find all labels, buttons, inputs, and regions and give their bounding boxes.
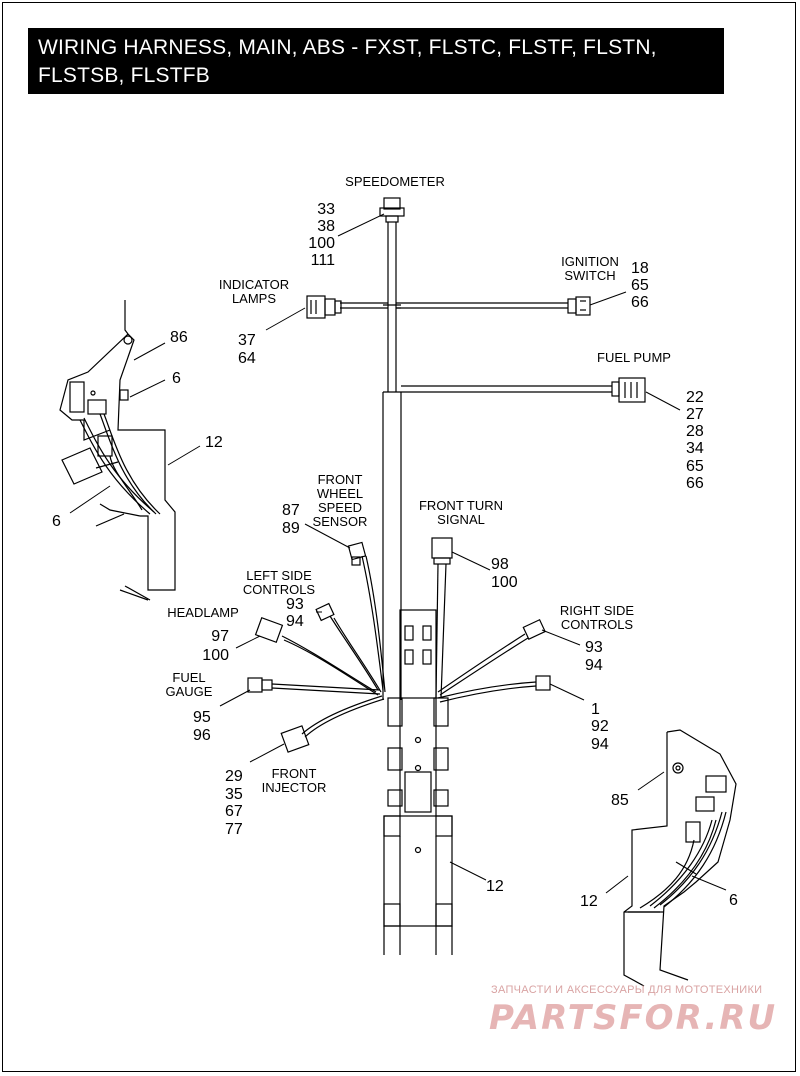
title-line-2: FLSTSB, FLSTFB (38, 64, 210, 87)
label-fuel-pump: FUEL PUMP (597, 350, 671, 365)
callout-fuel-pump-5: 65 (686, 458, 704, 475)
label-fwss-3: SPEED (318, 500, 362, 515)
right-detail-view (623, 729, 737, 987)
label-fwss-4: SENSOR (313, 514, 368, 529)
callout-left-side-controls-1: 93 (286, 596, 304, 613)
callout-fwss-1: 87 (282, 502, 300, 519)
label-fwss-2: WHEEL (317, 486, 363, 501)
label-front-injector-1: FRONT (272, 766, 317, 781)
callout-right-side-controls-1: 93 (585, 639, 603, 656)
leader-lines (69, 213, 727, 894)
label-speedometer: SPEEDOMETER (345, 174, 445, 189)
callout-ignition-switch-3: 66 (631, 294, 649, 311)
watermark: ЗАПЧАСТИ И АКСЕССУАРЫ ДЛЯ МОТОТЕХНИКИ PA… (489, 984, 777, 1038)
callout-right-connector-3: 94 (591, 736, 609, 753)
label-front-turn-signal-1: FRONT TURN (419, 498, 503, 513)
label-fwss-1: FRONT (318, 472, 363, 487)
left-fanout-branches (247, 541, 386, 753)
label-headlamp: HEADLAMP (167, 605, 239, 620)
callout-left-clip-upper: 6 (172, 370, 181, 387)
callout-ignition-switch-1: 18 (631, 260, 649, 277)
front-turn-signal-branch (431, 537, 453, 699)
callout-right-connector-1: 1 (591, 701, 600, 718)
label-front-injector-2: INJECTOR (262, 780, 327, 795)
callout-speedometer-3: 100 (308, 235, 335, 252)
ignition-switch-branch (396, 296, 591, 316)
label-ignition-switch-2: SWITCH (564, 268, 615, 283)
callout-fuel-gauge-1: 95 (193, 709, 211, 726)
title-bar: WIRING HARNESS, MAIN, ABS - FXST, FLSTC,… (28, 28, 724, 94)
callout-fuel-pump-3: 28 (686, 423, 704, 440)
watermark-tagline: ЗАПЧАСТИ И АКСЕССУАРЫ ДЛЯ МОТОТЕХНИКИ (491, 984, 762, 996)
callout-fuel-pump-2: 27 (686, 406, 704, 423)
callout-front-injector-3: 67 (225, 803, 243, 820)
label-fuel-gauge-2: GAUGE (166, 684, 213, 699)
callout-numbers: 33 38 100 111 37 64 18 65 66 22 27 28 34… (52, 201, 738, 910)
callout-front-injector-4: 77 (225, 821, 243, 838)
callout-indicator-lamps-2: 64 (238, 350, 256, 367)
label-ignition-switch-1: IGNITION (561, 254, 619, 269)
fuel-pump-branch (401, 377, 646, 403)
callout-speedometer-4: 111 (311, 252, 335, 269)
label-fuel-gauge-1: FUEL (172, 670, 205, 685)
label-right-side-controls-1: RIGHT SIDE (560, 603, 634, 618)
label-indicator-lamps-2: LAMPS (232, 291, 276, 306)
callout-left-clip-lower: 6 (52, 513, 61, 530)
label-front-turn-signal-2: SIGNAL (437, 512, 485, 527)
callout-left-side-controls-2: 94 (286, 613, 304, 630)
label-right-side-controls-2: CONTROLS (561, 617, 634, 632)
callout-fuel-pump-1: 22 (686, 389, 704, 406)
indicator-lamps-branch (306, 295, 388, 319)
callout-harness-main: 12 (486, 878, 504, 895)
callout-right-harness: 12 (580, 893, 598, 910)
callout-right-connector-2: 92 (591, 718, 609, 735)
callout-front-injector-2: 35 (225, 786, 243, 803)
left-detail-view (59, 300, 176, 601)
callout-front-turn-signal-2: 100 (491, 574, 518, 591)
label-left-side-controls-1: LEFT SIDE (246, 568, 312, 583)
callout-fwss-2: 89 (282, 520, 300, 537)
callout-fuel-gauge-2: 96 (193, 727, 211, 744)
callout-ignition-switch-2: 65 (631, 277, 649, 294)
callout-speedometer-2: 38 (317, 218, 335, 235)
callout-left-bracket: 86 (170, 329, 188, 346)
label-indicator-lamps-1: INDICATOR (219, 277, 289, 292)
callout-left-harness: 12 (205, 434, 223, 451)
callout-headlamp-1: 97 (211, 628, 229, 645)
callout-fuel-pump-4: 34 (686, 440, 704, 457)
callout-headlamp-2: 100 (202, 647, 229, 664)
callout-front-injector-1: 29 (225, 768, 243, 785)
label-left-side-controls-2: CONTROLS (243, 582, 316, 597)
component-labels: SPEEDOMETER INDICATOR LAMPS IGNITION SWI… (166, 174, 671, 795)
callout-front-turn-signal-1: 98 (491, 556, 509, 573)
callout-right-clip: 6 (729, 892, 738, 909)
callout-fuel-pump-6: 66 (686, 475, 704, 492)
callout-indicator-lamps-1: 37 (238, 332, 256, 349)
callout-right-bracket: 85 (611, 792, 629, 809)
right-fanout-branches (437, 618, 551, 703)
watermark-brand: PARTSFOR.RU (489, 998, 777, 1038)
callout-right-side-controls-2: 94 (585, 657, 603, 674)
callout-speedometer-1: 33 (317, 201, 335, 218)
speedometer-connector (379, 197, 405, 223)
harness-conduit (383, 609, 453, 955)
title-line-1: WIRING HARNESS, MAIN, ABS - FXST, FLSTC,… (38, 36, 657, 59)
main-trunk (382, 222, 402, 700)
